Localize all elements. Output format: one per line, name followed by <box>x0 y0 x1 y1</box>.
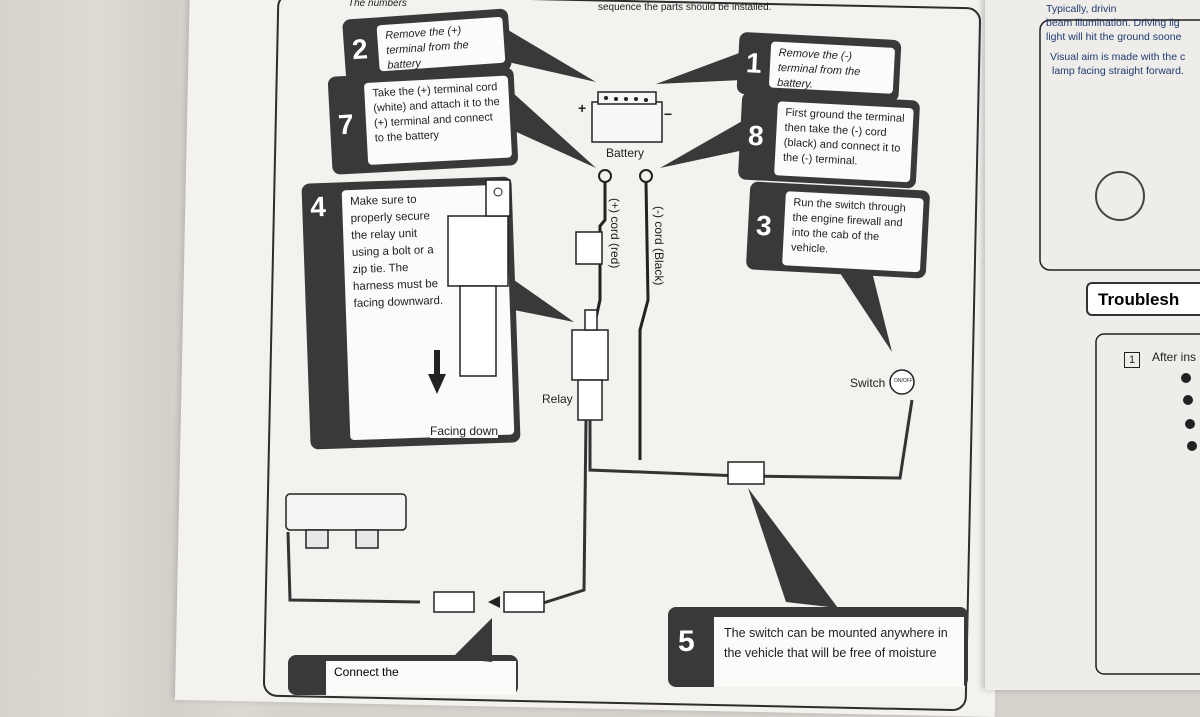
step-7-pointer <box>512 92 596 168</box>
relay-illustration <box>447 179 511 377</box>
facing-down-label: Facing down <box>430 424 499 438</box>
minus-cord <box>638 181 650 460</box>
bullet-icon <box>1181 373 1191 383</box>
header-fragment-center: sequence the parts should be installed. <box>598 2 772 13</box>
adjacent-page <box>985 0 1200 690</box>
relay-label: Relay <box>542 392 573 406</box>
switch-label: Switch <box>850 376 886 390</box>
plus-cord <box>594 182 607 319</box>
step-1-pointer <box>656 52 742 84</box>
step-6-pointer <box>452 618 492 662</box>
trouble-item-number: 1 <box>1124 352 1140 368</box>
vehicle-wheel-icon <box>1095 171 1145 221</box>
right-line-1: Typically, drivin <box>1046 3 1117 15</box>
switch-icon <box>889 369 915 395</box>
step-5-pointer <box>748 488 838 608</box>
battery-icon <box>591 91 663 143</box>
lamp-connector-female <box>433 591 475 613</box>
header-fragment-left: The numbers <box>348 0 407 9</box>
switch-button-label: ON/OFF <box>894 378 913 384</box>
battery-minus-label: − <box>664 106 673 122</box>
arrow-left-icon <box>488 596 500 608</box>
trouble-item-text: After ins <box>1152 350 1197 364</box>
step-number: 5 <box>678 625 695 658</box>
minus-ring-terminal <box>639 169 653 183</box>
step-8-pointer <box>660 120 744 168</box>
battery-plus-label: + <box>578 100 587 116</box>
plus-cord-label: (+) cord (red) <box>608 198 622 269</box>
arrow-down-icon <box>428 350 446 394</box>
step-3-pointer <box>838 270 892 352</box>
troubleshooting-heading: Troublesh <box>1086 282 1200 316</box>
bullet-icon <box>1183 395 1193 405</box>
wiring-diagram <box>285 19 1200 675</box>
bullet-icon <box>1187 441 1197 451</box>
right-line-4: Visual aim is made with the c <box>1050 51 1186 63</box>
driving-lamp-icon <box>285 493 407 549</box>
step-2-pointer <box>508 30 596 82</box>
minus-cord-label: (-) cord (Black) <box>652 206 666 286</box>
switch-connector <box>727 461 765 485</box>
troubleshooting-frame <box>1095 333 1200 675</box>
right-line-3: light will hit the ground soone <box>1046 31 1182 43</box>
right-line-5: lamp facing straight forward. <box>1052 65 1184 77</box>
plus-ring-terminal <box>598 169 612 183</box>
step-4-pointer <box>514 280 574 322</box>
relay-icon <box>571 309 609 421</box>
bullet-icon <box>1185 419 1195 429</box>
fuse-holder-icon <box>575 231 603 265</box>
right-page-frame <box>1039 19 1200 271</box>
lamp-lead <box>286 531 421 604</box>
lamp-connector-male <box>503 591 545 613</box>
right-line-2: beam illumination. Driving lig <box>1046 17 1180 29</box>
lamp-wire <box>539 419 588 606</box>
battery-label: Battery <box>606 146 645 160</box>
